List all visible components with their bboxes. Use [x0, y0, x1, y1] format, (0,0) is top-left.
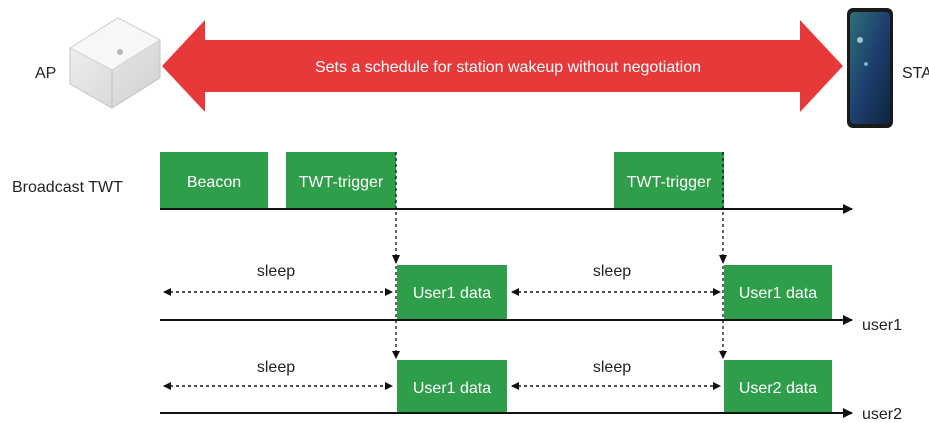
schedule-banner-arrow [162, 20, 843, 112]
user1-data-frame-2 [724, 265, 832, 320]
user1-data-frame-1 [397, 265, 507, 320]
trigger-2-user1-arrowhead [719, 255, 727, 264]
user2-row-label: user2 [862, 406, 902, 423]
ap-label: AP [35, 65, 56, 82]
broadcast-twt-label: Broadcast TWT [12, 179, 123, 196]
user2-data-frame-2 [724, 360, 832, 414]
beacon-frame [160, 152, 268, 209]
sta-label: STA [902, 65, 929, 82]
user1-data-frame-1-label: User1 data [413, 285, 491, 302]
user2-data-frame-1-label: User1 data [413, 380, 491, 397]
station-phone-icon [847, 8, 893, 128]
user1-row-label: user1 [862, 317, 902, 334]
user1-data-frame-2-label: User1 data [739, 285, 817, 302]
user2-data-frame-2-label: User2 data [739, 380, 817, 397]
user1-sleep-2-label: sleep [593, 263, 631, 280]
twt-trigger-frame-1-label: TWT-trigger [299, 174, 384, 191]
user2-sleep-2-label: sleep [593, 359, 631, 376]
user2-data-frame-1 [397, 360, 507, 414]
user1-sleep-1-label: sleep [257, 263, 295, 280]
twt-trigger-frame-2-label: TWT-trigger [627, 174, 712, 191]
beacon-frame-label: Beacon [187, 174, 241, 191]
schedule-banner-text: Sets a schedule for station wakeup witho… [315, 59, 701, 76]
trigger-1-user1-arrowhead [392, 255, 400, 264]
user2-sleep-1-label: sleep [257, 359, 295, 376]
twt-trigger-frame-1 [286, 152, 396, 209]
twt-trigger-frame-2 [614, 152, 724, 209]
access-point-icon [68, 17, 162, 109]
